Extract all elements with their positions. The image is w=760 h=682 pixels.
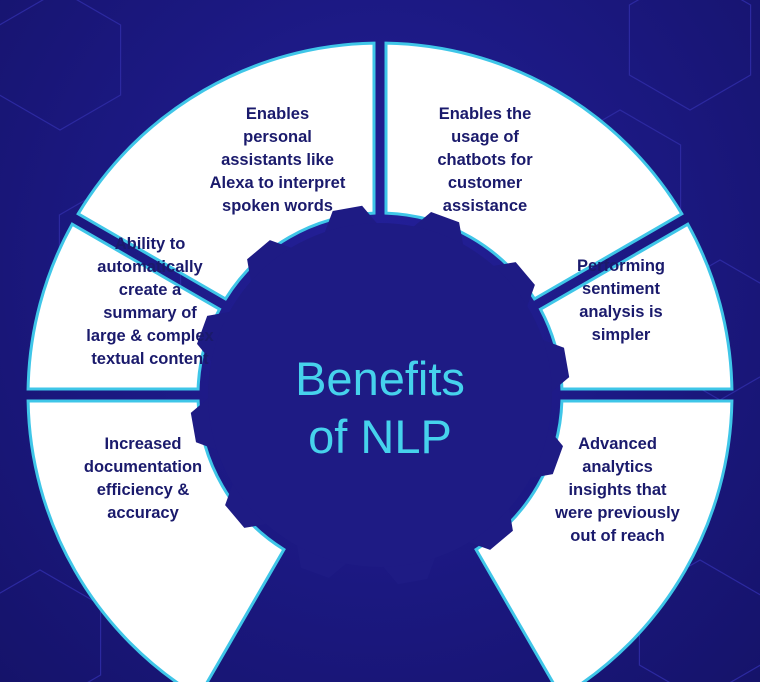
segment-line: large & complex [86,327,214,345]
segment-line: insights that [568,481,667,499]
segment-advanced-analytics [474,399,734,682]
segment-line: spoken words [222,197,333,215]
segment-line: analytics [582,458,653,476]
segment-line: Performing [576,257,665,275]
background-hexagon [628,0,752,111]
segment-automatic-summary-text: Ability to automatically create a summar… [50,233,250,371]
center-gear [190,205,570,585]
segment-chatbots [384,41,684,301]
segment-line: summary of [103,304,197,322]
segment-line: create a [118,281,182,299]
segment-line: Ability to [114,235,186,253]
title-line: Benefits [295,352,465,405]
segment-line: assistants like [221,151,334,169]
segment-line: customer [447,174,523,192]
segment-line: efficiency & [96,481,190,499]
segment-line: usage of [451,128,519,146]
segment-line: Increased [104,435,182,453]
segment-line: automatically [97,258,203,276]
segment-line: chatbots for [437,151,533,169]
segment-chatbots-text: Enables the usage of chatbots for custom… [400,103,570,218]
segment-line: out of reach [570,527,665,545]
gear-hub [208,223,552,567]
segment-sentiment-analysis-text: Performing sentiment analysis is simpler [540,255,702,347]
segment-line: assistance [442,197,528,215]
segment-line: Enables the [438,105,532,123]
title-line: of NLP [308,410,452,463]
segment-line: Enables [245,105,310,123]
segment-personal-assistants [76,41,376,301]
segment-documentation-efficiency [26,399,286,682]
diagram-title: Benefits of NLP [245,350,515,466]
segment-line: sentiment [582,280,660,298]
segment-advanced-analytics-text: Advanced analytics insights that were pr… [520,433,715,548]
segment-line: Alexa to interpret [209,174,346,192]
background-hexagon [0,0,122,131]
segment-line: textual content [91,350,209,368]
segment-personal-assistants-text: Enables personal assistants like Alexa t… [180,103,375,218]
segment-line: personal [243,128,312,146]
segment-documentation-efficiency-text: Increased documentation efficiency & acc… [48,433,238,525]
segment-line: simpler [591,326,651,344]
segment-line: Advanced [578,435,657,453]
segment-line: documentation [83,458,203,476]
segment-line: accuracy [107,504,179,522]
segment-line: were previously [555,504,680,522]
segment-line: analysis is [579,303,663,321]
